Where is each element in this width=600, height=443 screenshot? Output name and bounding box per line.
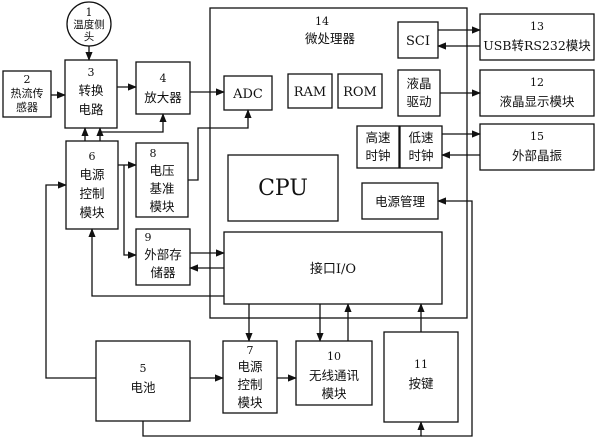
svg-text:电源管理: 电源管理: [375, 194, 426, 209]
voltage-reference-module: 8 电压 基准 模块: [135, 142, 189, 218]
io-interface-block: 接口I/O: [223, 231, 443, 305]
svg-text:4: 4: [160, 72, 167, 85]
svg-text:感器: 感器: [16, 101, 38, 114]
svg-text:模块: 模块: [149, 199, 175, 214]
battery: 5 电池: [95, 340, 191, 422]
svg-text:低速: 低速: [408, 130, 434, 145]
amplifier: 4 放大器: [135, 61, 191, 115]
power-control-module-6: 6 电源 控制 模块: [65, 140, 119, 230]
svg-text:ROM: ROM: [343, 85, 377, 100]
microprocessor-title: 微处理器: [305, 31, 356, 46]
connection-wires: [45, 26, 481, 437]
svg-text:6: 6: [89, 150, 96, 163]
lcd-driver-block: 液晶 驱动: [397, 69, 441, 117]
lcd-display-module: 12 液晶显示模块: [479, 69, 595, 117]
svg-text:外部晶振: 外部晶振: [512, 148, 563, 163]
svg-text:9: 9: [145, 231, 152, 244]
svg-text:CPU: CPU: [258, 176, 308, 201]
temperature-probe-circle: 1 温度侧 头: [66, 1, 112, 47]
svg-text:USB转RS232模块: USB转RS232模块: [483, 38, 591, 53]
svg-text:按键: 按键: [408, 376, 434, 391]
svg-text:液晶显示模块: 液晶显示模块: [499, 94, 575, 109]
rom-block: ROM: [337, 73, 383, 109]
cpu-block: CPU: [227, 154, 339, 222]
power-management-block: 电源管理: [361, 182, 439, 220]
conversion-circuit: 3 转换 电路: [64, 59, 118, 129]
svg-text:转换: 转换: [78, 83, 104, 98]
svg-text:驱动: 驱动: [406, 94, 431, 109]
svg-text:模块: 模块: [79, 205, 105, 220]
ram-block: RAM: [287, 73, 333, 109]
high-speed-clock-block: 高速 时钟: [356, 125, 400, 169]
svg-text:15: 15: [530, 130, 544, 143]
svg-text:电源: 电源: [237, 359, 263, 374]
svg-text:无线通讯: 无线通讯: [309, 368, 360, 383]
svg-text:1: 1: [86, 6, 93, 19]
external-crystal-module: 15 外部晶振: [479, 123, 595, 171]
svg-text:电路: 电路: [78, 102, 104, 117]
wireless-comm-module: 10 无线通讯 模块: [295, 340, 373, 406]
svg-text:基准: 基准: [149, 181, 174, 196]
svg-text:放大器: 放大器: [144, 90, 182, 105]
svg-text:外部存: 外部存: [144, 247, 182, 262]
svg-text:电池: 电池: [130, 380, 156, 395]
svg-text:2: 2: [24, 73, 31, 86]
usb-rs232-module: 13 USB转RS232模块: [479, 13, 595, 61]
svg-text:3: 3: [88, 66, 95, 79]
svg-text:模块: 模块: [321, 386, 347, 401]
keypad: 11 按键: [383, 331, 459, 423]
svg-text:7: 7: [247, 344, 254, 357]
svg-text:时钟: 时钟: [408, 148, 433, 163]
sci-block: SCI: [397, 21, 439, 59]
svg-text:头: 头: [84, 31, 95, 43]
svg-text:控制: 控制: [79, 186, 104, 201]
svg-text:热流传: 热流传: [11, 86, 44, 100]
svg-text:储器: 储器: [150, 265, 176, 280]
power-control-module-7: 7 电源 控制 模块: [222, 340, 278, 414]
svg-text:高速: 高速: [365, 130, 391, 145]
svg-text:5: 5: [140, 362, 147, 375]
svg-text:12: 12: [530, 76, 544, 89]
svg-text:13: 13: [530, 20, 544, 33]
svg-text:控制: 控制: [237, 377, 262, 392]
svg-text:接口I/O: 接口I/O: [310, 261, 356, 277]
svg-text:电源: 电源: [79, 167, 105, 182]
svg-text:11: 11: [414, 358, 428, 371]
svg-text:电压: 电压: [149, 163, 174, 178]
svg-text:液晶: 液晶: [406, 76, 431, 91]
svg-text:8: 8: [150, 147, 157, 160]
svg-text:ADC: ADC: [232, 87, 263, 102]
svg-text:10: 10: [327, 350, 341, 363]
external-storage: 9 外部存 储器: [135, 228, 191, 286]
adc-block: ADC: [223, 75, 273, 111]
svg-text:SCI: SCI: [406, 34, 430, 49]
microprocessor-number: 14: [315, 15, 329, 28]
svg-text:模块: 模块: [237, 395, 263, 410]
svg-text:RAM: RAM: [294, 85, 327, 100]
heat-flow-sensor: 2 热流传 感器: [2, 70, 52, 118]
svg-text:温度侧: 温度侧: [73, 18, 105, 31]
svg-text:时钟: 时钟: [365, 148, 390, 163]
low-speed-clock-block: 低速 时钟: [399, 125, 443, 169]
